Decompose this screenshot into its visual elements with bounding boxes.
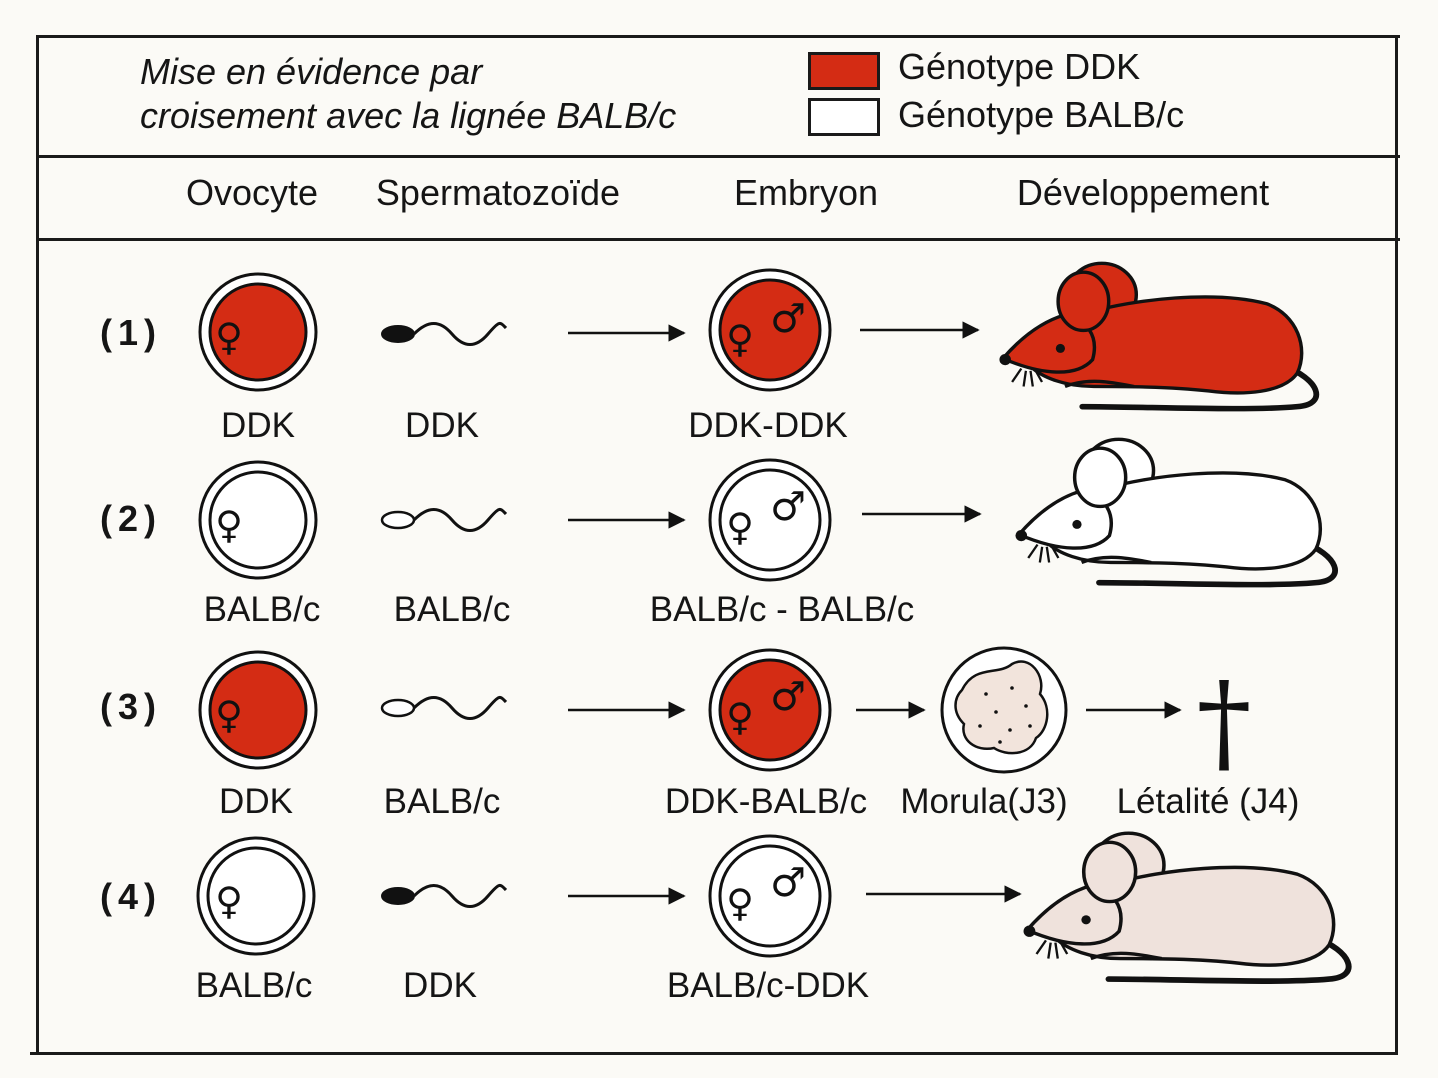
row2-embryo-cell (708, 458, 832, 582)
row1-ovocyte-cell (198, 272, 318, 392)
row4-embryon-genotype: BALB/c-DDK (666, 966, 870, 1005)
row4-sperm-genotype: DDK (403, 966, 477, 1005)
row1-embryo-female-symbol: ♀ (726, 317, 754, 361)
row4-ovocyte-female-symbol: ♀ (215, 879, 243, 923)
row3-morula (940, 646, 1068, 774)
row3-embryon-genotype: DDK-BALB/c (664, 782, 868, 821)
legend-ddk-label: Génotype DDK (898, 46, 1141, 87)
row2-sperm-genotype: BALB/c (393, 590, 511, 629)
row1-embryon-genotype: DDK-DDK (688, 406, 848, 445)
row-number-1: (1) (100, 312, 162, 353)
row2-embryon-genotype: BALB/c - BALB/c (649, 590, 915, 629)
row4-spermatozoon (381, 884, 508, 908)
row4-ovocyte-genotype: BALB/c (195, 966, 313, 1005)
row3-letalite-label: Létalité (J4) (1116, 782, 1300, 821)
row2-embryo-female-symbol: ♀ (726, 505, 754, 549)
row3-embryo-female-symbol: ♀ (726, 695, 754, 739)
header-divider (36, 155, 1400, 158)
frame-top (36, 35, 1400, 38)
row2-ovocyte-genotype: BALB/c (203, 590, 321, 629)
frame-left (36, 35, 39, 1055)
legend-balbc-swatch (808, 98, 880, 136)
columns-divider (36, 238, 1400, 241)
row3-sperm-genotype: BALB/c (383, 782, 501, 821)
row3-ovocyte-genotype: DDK (219, 782, 293, 821)
row1-mouse-ddk (999, 263, 1316, 408)
legend-ddk-swatch (808, 52, 880, 90)
row1-sperm-genotype: DDK (405, 406, 479, 445)
row1-ovocyte-genotype: DDK (221, 406, 295, 445)
row1-embryo-cell (708, 268, 832, 392)
row4-embryo-female-symbol: ♀ (726, 881, 754, 925)
frame-right (1395, 35, 1398, 1055)
row-number-3: (3) (100, 686, 162, 727)
row2-spermatozoon (380, 508, 508, 532)
row3-death-cross: † (1197, 658, 1252, 786)
column-header-developpement: Développement (1016, 172, 1270, 213)
row1-spermatozoon (381, 322, 508, 346)
row-number-2: (2) (100, 498, 162, 539)
row2-ovocyte-cell (198, 460, 318, 580)
row3-embryo-male-symbol: ♂ (770, 674, 806, 720)
row4-embryo-cell (708, 834, 832, 958)
legend-balbc-label: Génotype BALB/c (898, 94, 1185, 135)
row3-embryo-cell (708, 648, 832, 772)
row2-embryo-male-symbol: ♂ (770, 484, 806, 530)
title-line-2: croisement avec la lignée BALB/c (140, 95, 677, 136)
row3-spermatozoon (380, 696, 508, 720)
column-header-embryon: Embryon (733, 172, 879, 213)
row3-ovocyte-female-symbol: ♀ (215, 693, 243, 737)
column-header-spermatozoide: Spermatozoïde (375, 172, 621, 213)
title-line-1: Mise en évidence par (140, 51, 483, 92)
row1-embryo-male-symbol: ♂ (770, 296, 806, 342)
row1-ovocyte-female-symbol: ♀ (215, 315, 243, 359)
row4-ovocyte-cell (196, 836, 316, 956)
row-number-4: (4) (100, 876, 162, 917)
row4-mouse-balbc-ddk (1024, 833, 1349, 981)
diagram-title: Mise en évidence par croisement avec la … (140, 50, 676, 138)
row2-ovocyte-female-symbol: ♀ (215, 503, 243, 547)
row3-morula-label: Morula(J3) (900, 782, 1068, 821)
column-header-ovocyte: Ovocyte (185, 172, 319, 213)
row3-ovocyte-cell (198, 650, 318, 770)
frame-bottom (30, 1052, 1396, 1055)
row2-mouse-balbc (1015, 439, 1335, 584)
row4-embryo-male-symbol: ♂ (770, 860, 806, 906)
